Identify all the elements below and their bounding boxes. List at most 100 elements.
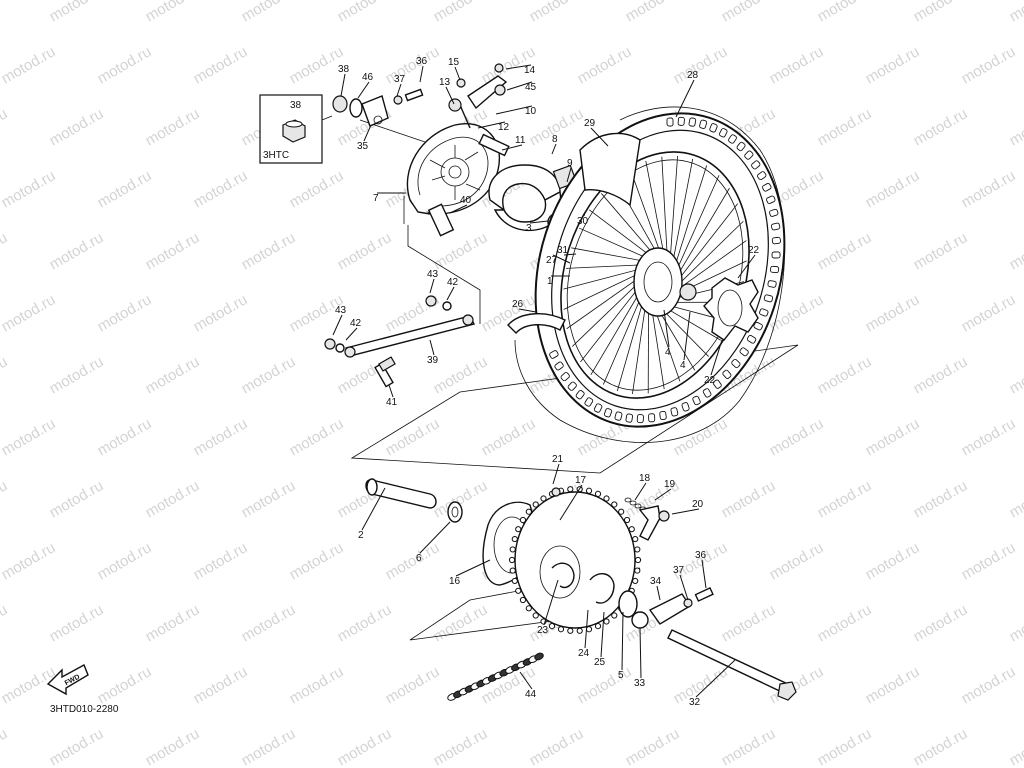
watermark-text: motod.ru [719,0,779,25]
watermark-text: motod.ru [575,663,635,707]
leader-line [455,559,491,577]
callout-number: 34 [650,576,662,587]
callout-c6: 6 [416,521,451,564]
watermark-text: motod.ru [911,229,971,273]
chain-link [629,500,637,506]
callout-c42b: 42 [345,318,362,341]
tread-block [681,402,690,412]
leader-line [695,659,736,698]
spoke [673,165,708,270]
watermark-text: motod.ru [191,43,251,87]
watermark-text: motod.ru [47,229,107,273]
tread-block [736,141,746,152]
watermark-text: motod.ru [1007,477,1024,521]
leader-line [600,611,605,658]
watermark-text: motod.ru [863,415,923,459]
watermark-text: motod.ru [815,477,875,521]
leader-line [449,204,468,214]
spoke [661,156,668,260]
leader-line [639,627,642,679]
watermark-text: motod.ru [335,229,395,273]
leader-line [518,308,537,313]
callout-c28: 28 [675,70,699,118]
leader-line [454,66,461,81]
sprocket-tooth [618,508,625,515]
watermark-text: motod.ru [287,167,347,211]
callout-number: 23 [537,625,549,636]
sprocket-tooth [623,516,631,524]
callout-number: 9 [567,158,573,169]
callout-number: 42 [350,318,362,329]
watermark-text: motod.ru [191,539,251,583]
watermark-text: motod.ru [0,229,10,273]
callout-c23: 23 [537,579,559,636]
callout-number: 45 [525,82,537,93]
callout-number: 43 [427,269,439,280]
leader-line [529,220,549,224]
tread-block [766,195,776,204]
callout-c29: 29 [584,118,609,147]
callout-number: 40 [460,195,472,206]
diagram-code: 3HTD010-2280 [50,704,119,715]
watermark-text: motod.ru [47,601,107,645]
watermark-text: motod.ru [0,0,10,25]
callout-c5: 5 [618,611,624,681]
watermark-text: motod.ru [911,601,971,645]
tread-block [767,280,777,288]
callout-number: 42 [447,277,459,288]
watermark-text: motod.ru [191,167,251,211]
watermark-text: motod.ru [0,601,10,645]
tread-block [759,308,769,317]
tread-block [770,265,780,274]
watermark-text: motod.ru [959,539,1019,583]
callout-c45: 45 [506,81,537,93]
watermark-text: motod.ru [431,601,491,645]
callout-c44: 44 [519,671,537,700]
watermark-text: motod.ru [911,353,971,397]
callout-number: 46 [362,72,374,83]
leader-line [446,286,455,301]
sprocket-tooth [576,627,583,634]
callout-c4a: 4 [663,309,671,358]
watermark-text: motod.ru [959,167,1019,211]
watermark-text: motod.ru [383,43,443,87]
callout-c2: 2 [358,487,386,541]
callout-c15: 15 [448,57,461,81]
chain-link [624,497,632,503]
leader-line [663,309,670,348]
callout-number: 43 [335,305,347,316]
callout-c1: 1 [547,275,570,287]
sprocket-tooth [525,605,532,612]
watermark-text: motod.ru [815,105,875,149]
callout-number: 36 [416,56,428,67]
callout-c9: 9 [566,158,573,183]
rear-wheel [507,106,786,443]
watermark-text: motod.ru [815,229,875,273]
tread-block [636,414,644,424]
tread-block [584,397,594,407]
tread-block [648,413,656,423]
leader-line [701,559,707,589]
watermark-text: motod.ru [479,291,539,335]
leader-line [429,278,435,294]
watermark-text: motod.ru [0,725,10,768]
sprocket-tooth [634,546,641,553]
watermark-text: motod.ru [479,415,539,459]
watermark-text: motod.ru [431,353,491,397]
watermark-text: motod.ru [767,539,827,583]
callout-number: 16 [449,576,461,587]
callout-c39: 39 [427,339,439,366]
watermark-text: motod.ru [287,539,347,583]
tread-block [751,160,761,170]
leader-line [583,211,586,217]
watermark-text: motod.ru [95,415,155,459]
callout-number: 19 [664,479,676,490]
leader-line [566,167,572,183]
watermark-text: motod.ru [1007,0,1024,25]
leader-line [671,508,700,515]
tread-block [677,116,685,126]
spoke [566,276,641,330]
callout-number: 24 [578,648,590,659]
spoke [590,290,642,375]
